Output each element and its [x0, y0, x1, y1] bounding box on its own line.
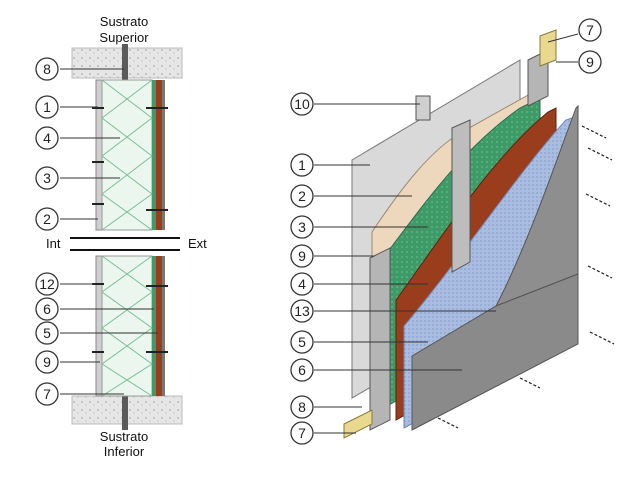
interior-label: Int	[46, 236, 61, 251]
right-callout-circle-10	[290, 92, 314, 116]
right-callout-number-2: 2	[298, 188, 306, 204]
left-callout-circle-9	[35, 350, 59, 374]
left-callout-circle-1	[35, 95, 59, 119]
right-callout-number-3: 3	[298, 219, 306, 235]
right-top-callout-circle-7	[578, 18, 602, 42]
anchor-screws	[437, 125, 615, 429]
left-callout-number-3: 3	[43, 170, 51, 186]
right-isometric-assembly	[314, 29, 615, 439]
wall-upper-part	[95, 79, 165, 231]
cladding-panel-lower	[411, 273, 579, 431]
right-callout-number-10: 10	[294, 96, 310, 112]
sealant-top	[539, 29, 557, 67]
wall-lower-part	[95, 255, 165, 397]
right-callout-circle-6	[290, 358, 314, 382]
left-callout-circle-3	[35, 166, 59, 190]
fasteners	[92, 107, 168, 353]
right-top-callout-number-7: 7	[586, 22, 594, 38]
left-callout-number-1: 1	[43, 99, 51, 115]
exterior-label: Ext	[188, 236, 207, 251]
right-callout-circle-4	[290, 272, 314, 296]
left-callout-circle-4	[35, 126, 59, 150]
right-callout-circle-13	[290, 299, 314, 323]
right-callout-number-9: 9	[298, 248, 306, 264]
right-callout-circle-9	[290, 244, 314, 268]
right-callout-number-5: 5	[298, 334, 306, 350]
right-callout-circle-3	[290, 215, 314, 239]
bottom-substrate-label-1: Sustrato	[100, 429, 148, 444]
steel-stud-middle	[451, 119, 471, 273]
top-clip	[415, 95, 431, 121]
left-wall-section: Sustrato Superior Sustrato Inferior	[46, 14, 207, 459]
right-callout-circle-1	[290, 153, 314, 177]
left-callout-number-12: 12	[39, 276, 55, 292]
right-callout-circle-2	[290, 184, 314, 208]
top-substrate-label-2: Superior	[99, 30, 149, 45]
steel-stud-front	[369, 247, 391, 431]
right-callout-circle-8	[290, 395, 314, 419]
left-callouts: 8 1 4 3 2 12 6 5 9 7	[35, 57, 59, 406]
cladding-panel-upper	[494, 104, 579, 307]
left-callout-number-9: 9	[43, 354, 51, 370]
left-callout-circle-5	[35, 321, 59, 345]
left-callout-circle-2	[35, 207, 59, 231]
right-callout-circle-5	[290, 330, 314, 354]
sealant-bottom	[343, 409, 373, 439]
right-leader-lines	[314, 33, 579, 434]
left-callout-circle-12	[35, 272, 59, 296]
left-callout-number-2: 2	[43, 211, 51, 227]
left-callout-number-5: 5	[43, 325, 51, 341]
left-callout-circle-7	[35, 382, 59, 406]
right-top-callout-number-9: 9	[586, 54, 594, 70]
right-callout-number-6: 6	[298, 362, 306, 378]
right-callout-number-7: 7	[298, 425, 306, 441]
right-callouts: 10 1 2 3 9 4 13 5 6 8 7 7 9	[290, 18, 602, 445]
top-anchor	[122, 44, 128, 82]
left-callout-number-4: 4	[43, 130, 51, 146]
left-callout-number-8: 8	[43, 61, 51, 77]
right-callout-number-8: 8	[298, 399, 306, 415]
bottom-anchor	[122, 390, 128, 430]
right-callout-number-1: 1	[298, 157, 306, 173]
left-callout-circle-8	[35, 57, 59, 81]
left-leader-lines	[60, 68, 158, 395]
right-callout-number-13: 13	[294, 303, 310, 319]
right-top-callout-circle-9	[578, 50, 602, 74]
left-callout-number-6: 6	[43, 301, 51, 317]
right-callout-circle-7	[290, 421, 314, 445]
top-substrate-label-1: Sustrato	[100, 14, 148, 29]
bottom-substrate-label-2: Inferior	[104, 444, 145, 459]
left-callout-number-7: 7	[43, 386, 51, 402]
left-callout-circle-6	[35, 297, 59, 321]
right-callout-number-4: 4	[298, 276, 306, 292]
